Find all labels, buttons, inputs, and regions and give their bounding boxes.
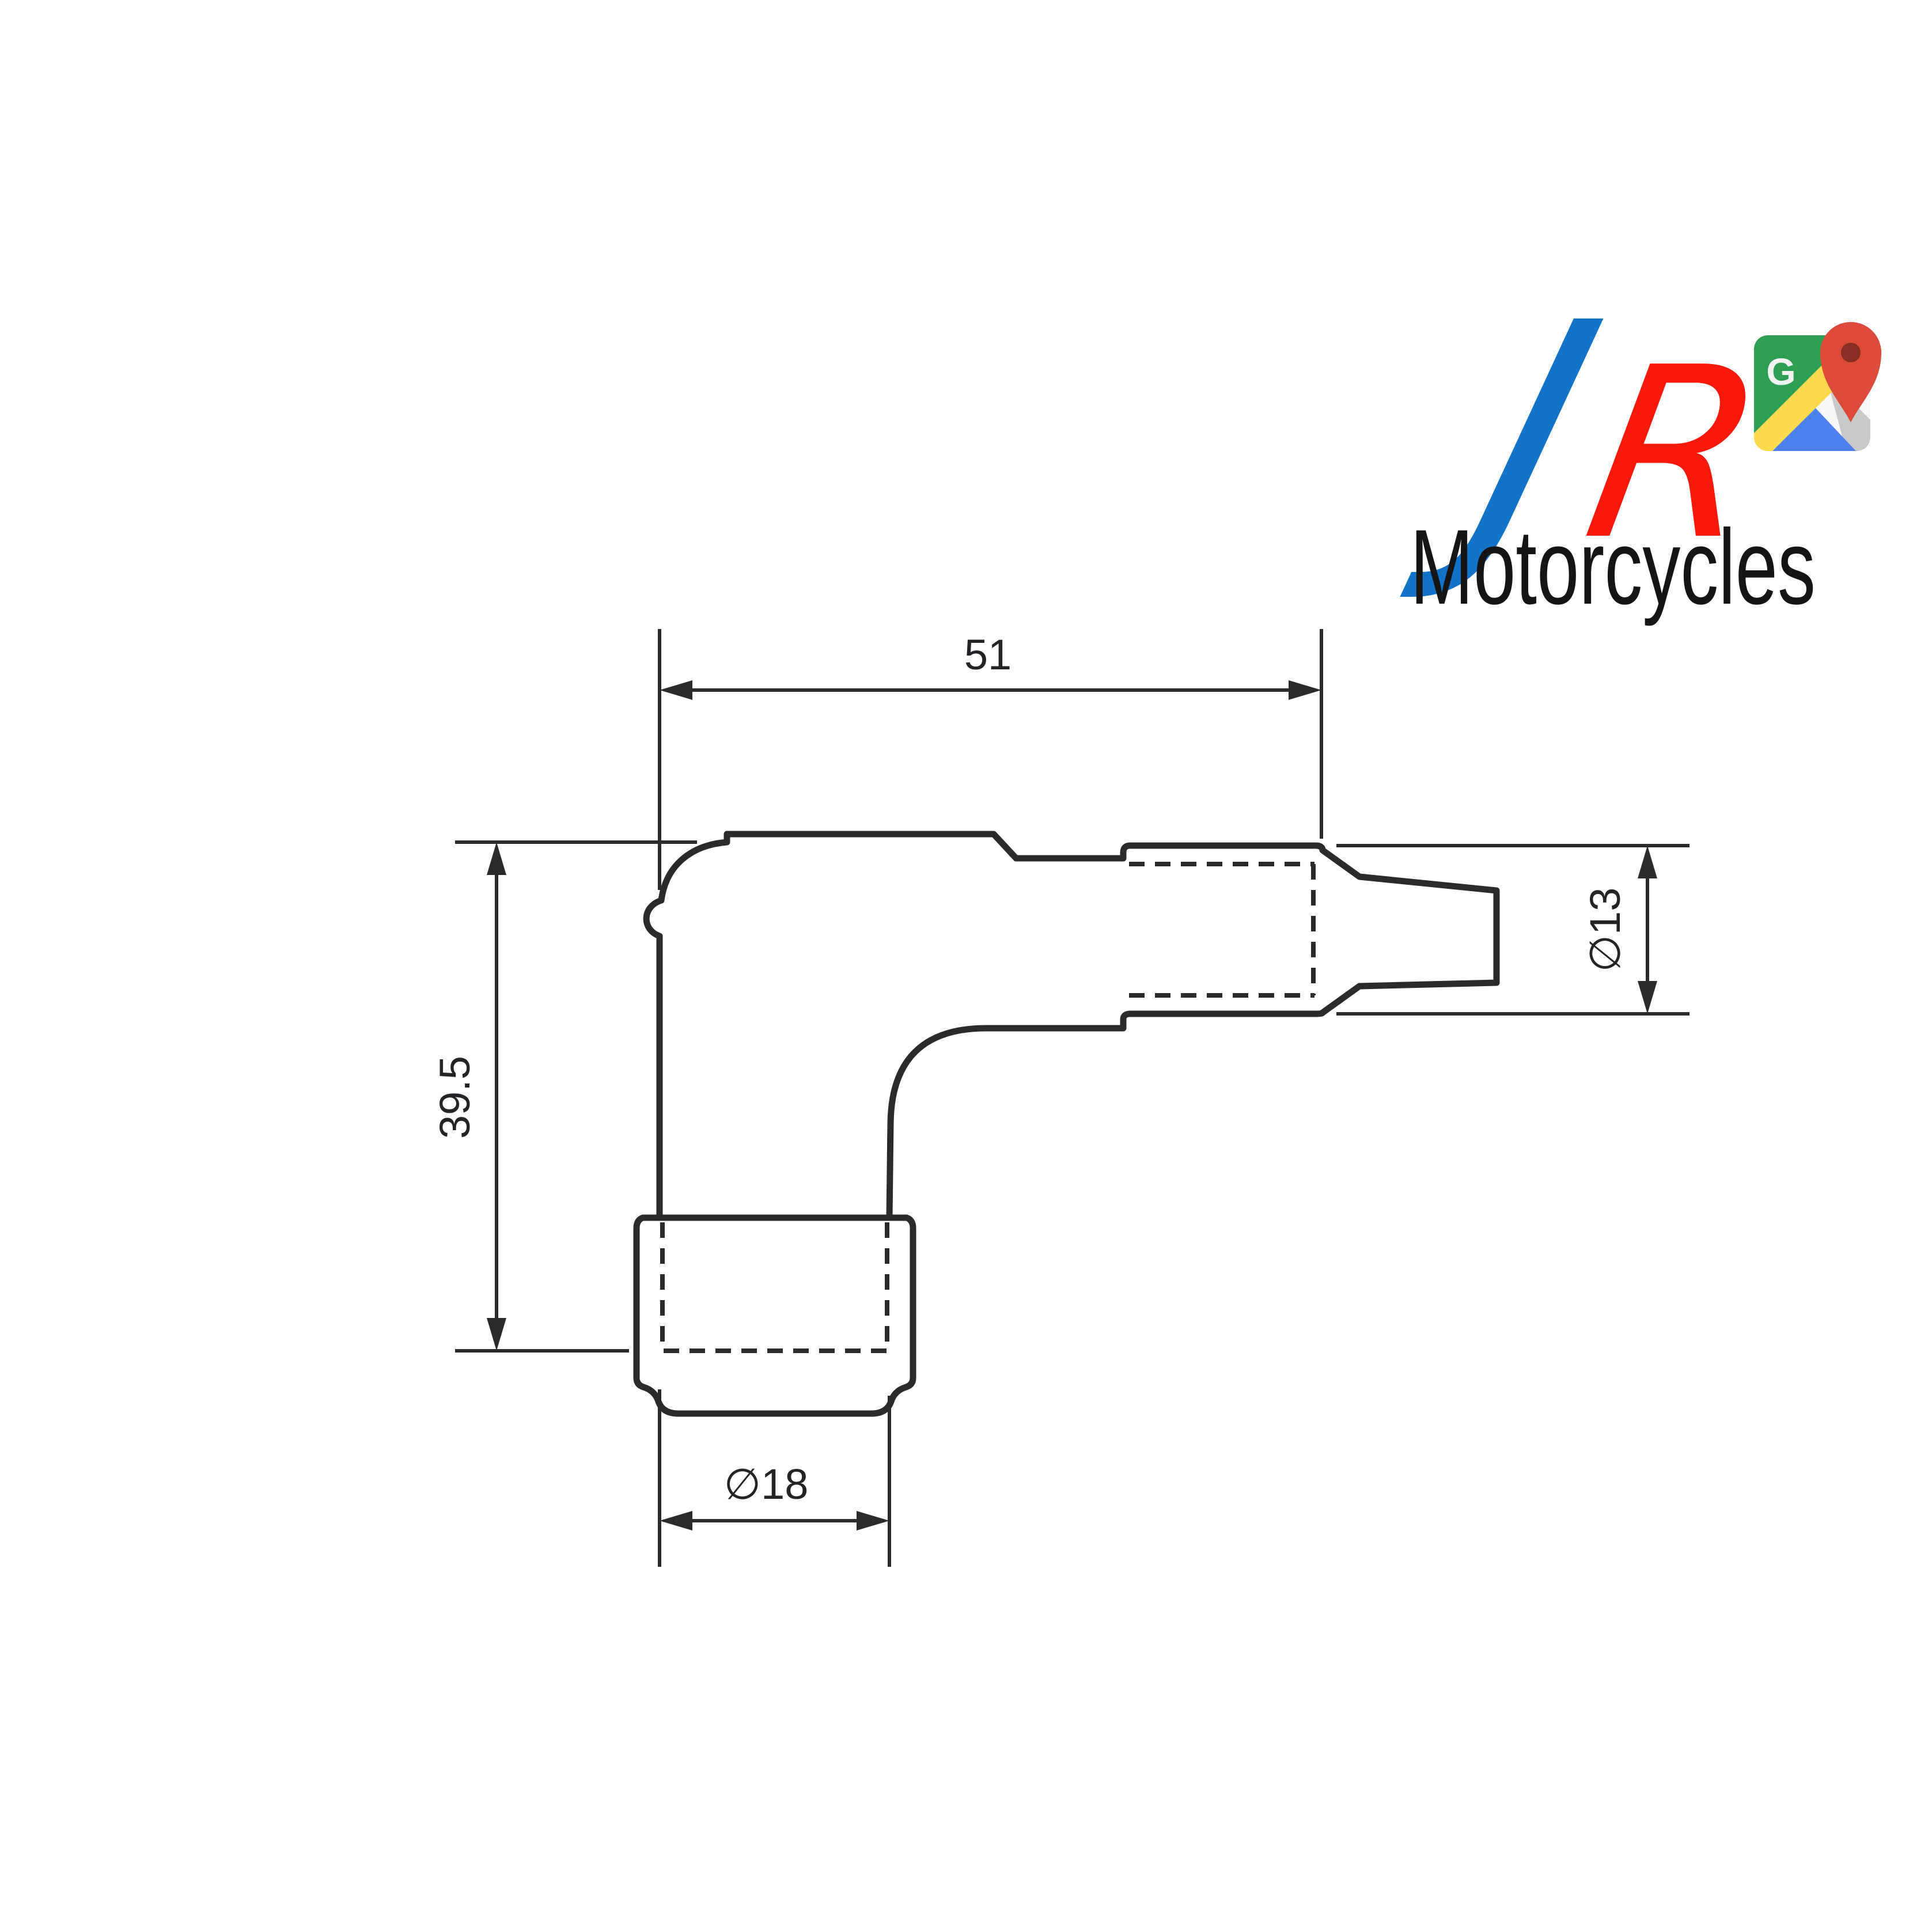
arrowhead-top xyxy=(1638,846,1657,878)
spark-plug-cap-drawing: 51 39.5 ∅13 ∅18 xyxy=(431,629,1689,1567)
maps-tile: G xyxy=(1754,335,1870,451)
maps-pin xyxy=(1820,322,1881,422)
jr-motorcycles-logo: J R Motorcycles G xyxy=(1395,259,1881,627)
arrowhead-left xyxy=(660,680,692,700)
label-overall-length: 51 xyxy=(964,631,1012,679)
dimension-overall-height xyxy=(455,840,697,1353)
arrowhead-right xyxy=(857,1511,889,1531)
maps-blue-area xyxy=(1770,402,1856,451)
label-boot-diameter: ∅18 xyxy=(724,1460,809,1508)
dimension-overall-length xyxy=(658,629,1323,890)
drawing-filled-parts xyxy=(455,629,1689,1567)
logo-subtitle: Motorcycles xyxy=(1410,508,1816,627)
maps-g-letter: G xyxy=(1766,350,1795,393)
arrowhead-bottom xyxy=(1638,981,1657,1014)
label-overall-height: 39.5 xyxy=(431,1056,479,1139)
dimension-boot-diameter xyxy=(658,1389,891,1567)
arrowhead-left xyxy=(660,1511,692,1531)
cap-outline xyxy=(633,831,1500,1417)
google-maps-icon: G xyxy=(1754,322,1881,451)
terminal-cavity-dashed-lines xyxy=(1129,862,1316,998)
arrowhead-top xyxy=(487,842,506,875)
boot-cavity-dashed-lines xyxy=(660,1222,889,1353)
arrowhead-right xyxy=(1289,680,1321,700)
label-terminal-diameter: ∅13 xyxy=(1581,888,1629,972)
maps-pin-body xyxy=(1820,322,1881,422)
maps-pin-hole xyxy=(1841,343,1861,362)
dimension-terminal-diameter xyxy=(1336,844,1689,1016)
dimension-labels: 51 39.5 ∅13 ∅18 xyxy=(431,631,1629,1508)
arrowhead-bottom xyxy=(487,1318,506,1351)
